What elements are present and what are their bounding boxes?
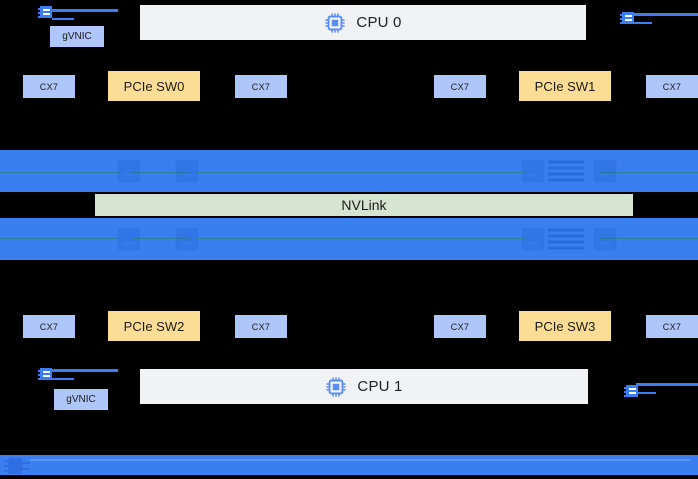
nic-wire-top-left-2 xyxy=(52,18,74,20)
gvnic-nic-group-top-right xyxy=(620,2,698,32)
gpu-link-line-c xyxy=(196,172,526,173)
gpu-link-line-d xyxy=(600,172,698,173)
gpu-link-line-e xyxy=(0,238,118,239)
network-card-icon xyxy=(38,368,52,380)
network-fabric-line xyxy=(30,459,690,461)
cx7-box-bottom-1[interactable]: CX7 xyxy=(235,315,287,338)
nic-wire-bottom-left xyxy=(52,369,118,372)
nic-wire-top-right-2 xyxy=(632,22,652,24)
gvnic-nic-group-bottom-right xyxy=(624,378,698,404)
gpu-icon-4 xyxy=(117,227,141,251)
cx7-box-top-1[interactable]: CX7 xyxy=(235,75,287,98)
gpu-icon-6 xyxy=(521,227,545,251)
cpu-label-1: CPU 1 xyxy=(357,378,403,395)
gpu-icon-2 xyxy=(521,159,545,183)
cpu-chip-icon xyxy=(325,12,346,33)
pcie-switch-box-1[interactable]: PCIe SW1 xyxy=(519,71,611,101)
gpu-icon-1 xyxy=(175,159,199,183)
cx7-box-top-0[interactable]: CX7 xyxy=(23,75,75,98)
gvnic-nic-group-bottom-left xyxy=(38,364,120,394)
cpu-label-0: CPU 0 xyxy=(356,14,402,31)
nic-wire-bottom-left-2 xyxy=(52,378,74,380)
cpu-box-0[interactable]: CPU 0 xyxy=(140,5,586,40)
cx7-box-top-3[interactable]: CX7 xyxy=(646,75,698,98)
gpu-icon-7 xyxy=(593,227,617,251)
nic-wire-top-right xyxy=(632,13,698,16)
cpu-chip-icon xyxy=(326,376,347,397)
gpu-icon-0 xyxy=(117,159,141,183)
nic-wire-bottom-right xyxy=(636,383,698,386)
pcie-switch-box-0[interactable]: PCIe SW0 xyxy=(108,71,200,101)
gpu-icon-3 xyxy=(593,159,617,183)
gpu-icon-5 xyxy=(175,227,199,251)
gpu-band-upper xyxy=(0,150,698,192)
nvlink-box[interactable]: NVLink xyxy=(95,194,633,216)
gpu-stack-lower xyxy=(548,226,584,253)
cpu-box-1[interactable]: CPU 1 xyxy=(140,369,588,404)
network-switch-icon xyxy=(4,458,30,474)
gpu-link-line-g xyxy=(196,238,526,239)
gvnic-box-bottom[interactable]: gVNIC xyxy=(54,389,108,410)
nic-wire-bottom-right-2 xyxy=(636,392,656,394)
cx7-box-bottom-3[interactable]: CX7 xyxy=(646,315,698,338)
nic-wire-top-left xyxy=(52,9,118,12)
gpu-link-line-b xyxy=(130,172,190,173)
network-card-icon xyxy=(38,6,52,18)
gpu-link-line-f xyxy=(132,238,190,239)
gpu-link-line-a xyxy=(0,172,120,173)
network-fabric-band xyxy=(0,455,698,475)
cx7-box-bottom-2[interactable]: CX7 xyxy=(434,315,486,338)
gvnic-nic-group-top-left xyxy=(38,2,120,48)
pcie-switch-box-2[interactable]: PCIe SW2 xyxy=(108,311,200,341)
network-card-icon xyxy=(620,12,634,24)
cx7-box-bottom-0[interactable]: CX7 xyxy=(23,315,75,338)
network-card-icon xyxy=(624,385,638,397)
gpu-band-lower xyxy=(0,218,698,260)
cx7-box-top-2[interactable]: CX7 xyxy=(434,75,486,98)
gpu-link-line-h xyxy=(600,238,698,239)
gpu-stack-upper xyxy=(548,158,584,185)
gvnic-box-top[interactable]: gVNIC xyxy=(50,26,104,47)
pcie-switch-box-3[interactable]: PCIe SW3 xyxy=(519,311,611,341)
